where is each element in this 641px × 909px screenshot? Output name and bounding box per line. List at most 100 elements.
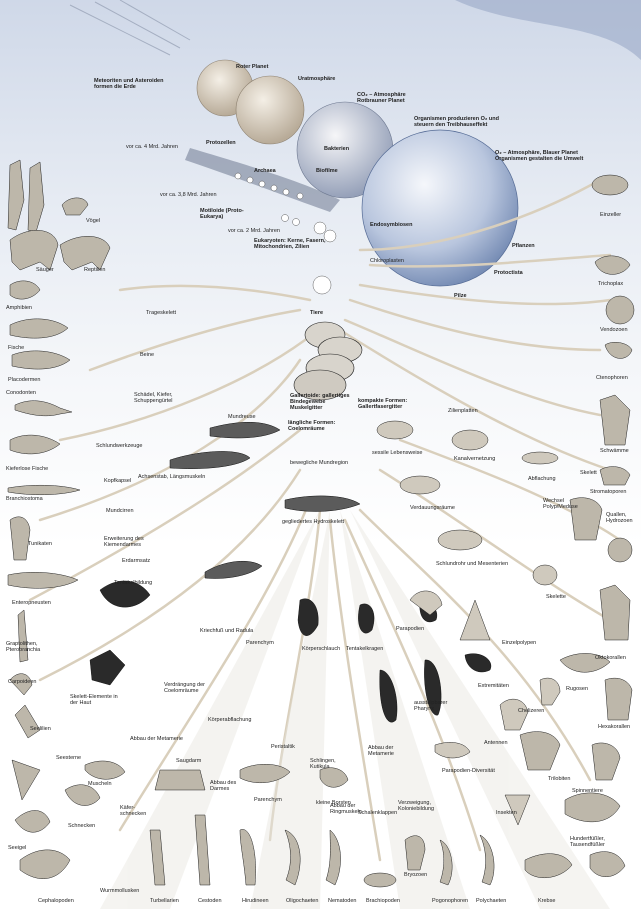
label-erweiterung: Erweiterung des Kiemendarmes [104,536,144,548]
label-seelilien: Seelilien [30,726,51,732]
label-fische: Fische [8,345,25,351]
label-parenchym: Parenchym [246,640,274,646]
label-ausstuelpbarer: ausstülpbarer Pharynx [414,700,448,712]
label-kriechfuss: Kriechfuß und Radula [200,628,254,634]
label-hundertfuessler: Hundertfüßler, Tausendfüßler [570,836,605,848]
label-kaeferschnecken: Käfer- schnecken [120,805,147,817]
label-hexakorallen: Hexakorallen [598,724,631,730]
label-schlundrohr: Schlundrohr und Mesenterien [436,561,509,567]
light-beams [100,510,610,909]
label-abbau-metamerie2: Abbau der Metamerie [368,745,394,757]
label-conodonten: Conodonten [6,390,36,396]
label-graptolithen: Graptolithen, Pterobranchia [6,641,41,653]
label-reptilien: Reptilien [84,267,106,273]
label-uratmosphaere: Uratmosphäre [298,76,336,82]
label-skelett-haut: Skelett-Elemente in der Haut [70,694,118,706]
label-schnecken: Schnecken [68,823,96,829]
label-o2-atmosphaere: O₂ – Atmosphäre, Blauer Planet Organisme… [495,150,584,162]
label-bakterien: Bakterien [324,146,350,152]
protocells [234,172,337,295]
label-vor2: vor ca. 2 Mrd. Jahren [228,228,280,234]
gallertoid-stack [293,321,363,401]
label-rugosen: Rugosen [566,686,589,692]
label-motiloide: Motiloide (Proto-Eukarya) [200,208,244,220]
label-parapodien: Parapodien [396,626,425,632]
label-schlundwerkzeuge: Schlundwerkzeuge [96,443,143,449]
label-endosymbiosen: Endosymbiosen [370,222,413,228]
label-branchiostoma: Branchiostoma [6,496,43,502]
label-skelett: Skelett [580,470,597,476]
label-chloroplasten: Chloroplasten [370,258,404,264]
label-verdraengung: Verdrängung der Coelomräume [164,682,205,694]
label-voegel: Vögel [86,218,101,224]
left-column-animals [7,159,126,879]
arthropod-forms [409,590,561,826]
space-cloud [455,0,641,60]
label-cestoden: Cestoden [198,898,222,904]
label-schalenklappen: Schalenklappen [358,810,398,816]
label-mundcirren: Mundcirren [106,508,134,514]
bottom-row-animals [149,764,495,888]
right-column-animals [519,174,635,878]
label-kopfkapsel: Kopfkapsel [104,478,132,484]
black-forms [89,580,492,723]
label-schaedel: Schädel, Kiefer, Schuppengürtel [134,392,173,404]
label-einzelpolypen: Einzelpolypen [502,640,537,646]
label-co2: CO₂ – Atmosphäre Rotbrauner Planet [357,92,406,104]
label-seesterne: Seesterne [56,755,82,761]
label-sessile: sessile Lebensweise [372,450,423,456]
label-verzweigung: Verzweigung, Koloniebildung [398,800,435,812]
label-abbau-metamerie: Abbau der Metamerie [130,736,183,742]
label-abbau-ringmuskeln: Abbau der Ringmuskeln [330,803,362,815]
sun [195,0,465,50]
label-wurmmollusken: Wurmmollusken [100,888,140,894]
label-brachiopoden: Brachiopoden [366,898,400,904]
meteor-streaks [69,0,191,56]
label-chelizeren: Chelizeren [518,708,545,714]
label-organismen-o2: Organismen produzieren O₂ und steuern de… [414,116,499,128]
label-spinnentiere: Spinnentiere [572,788,603,794]
label-achsenstab: Achsenstab, Längsmuskeln [138,474,206,480]
central-worms [169,421,361,579]
label-archaea: Archaea [254,168,276,174]
label-vor38: vor ca. 3,8 Mrd. Jahren [160,192,217,198]
label-vor4: vor ca. 4 Mrd. Jahren [126,144,178,150]
label-pilze: Pilze [454,293,467,299]
label-hirudineen: Hirudineen [242,898,269,904]
label-turbellarien: Turbellarien [150,898,179,904]
label-enteropneusten: Enteropneusten [12,600,51,606]
label-koerperabflachung: Körperabflachung [208,717,252,723]
label-skelette: Skelette [546,594,566,600]
label-extremitaeten: Extremitäten [478,683,509,689]
label-eukaryoten: Eukaryoten: Kerne, Fasern, Mitochondrien… [254,238,326,250]
label-zilienplatten: Zilienplatten [448,408,478,414]
label-wechsel: Wechsel Polyp/Meduse [543,498,578,510]
label-beine: Beine [140,352,155,358]
label-polychaeten: Polychaeten [476,898,507,904]
label-bryozoen: Bryozoen [404,872,428,878]
label-roter-planet: Roter Planet [236,64,269,70]
label-ctenophoren: Ctenophoren [596,375,628,381]
label-kompakte: kompakte Formen: Gallertfasergitter [358,398,408,410]
label-gegliedertes: gegliedertes Hydroskelett [282,519,345,525]
label-verdauungsraeume: Verdauungsräume [410,505,455,511]
label-trageskelett: Trageskelett [146,310,177,316]
label-insekten: Insekten [496,810,517,816]
compact-forms [376,420,559,586]
label-tunikaten: Tunikaten [28,541,52,547]
label-abbau-darmes: Abbau des Darmes [210,780,237,792]
label-peristaltik: Peristaltik [271,744,295,750]
label-pflanzen: Pflanzen [512,243,535,249]
label-tentakelbildung: Tentakelbildung [114,580,153,586]
label-quallen: Quallen, Hydrozoen [606,512,633,524]
label-cephalopoden: Cephalopoden [38,898,74,904]
label-carpoideen: Carpoideen [8,679,37,685]
label-gallertoide: Gallertoide: gallertiges Bindegewebe Mus… [290,393,350,411]
label-nematoden: Nematoden [328,898,357,904]
label-placodermen: Placodermen [8,377,41,383]
label-ersatzdarm: Erdarmsatz [122,558,151,564]
label-kieferlose: Kieferlose Fische [6,466,49,472]
label-parapodien-divers: Parapodien-Diversität [442,768,495,774]
label-biofilme: Biofilme [316,168,338,174]
